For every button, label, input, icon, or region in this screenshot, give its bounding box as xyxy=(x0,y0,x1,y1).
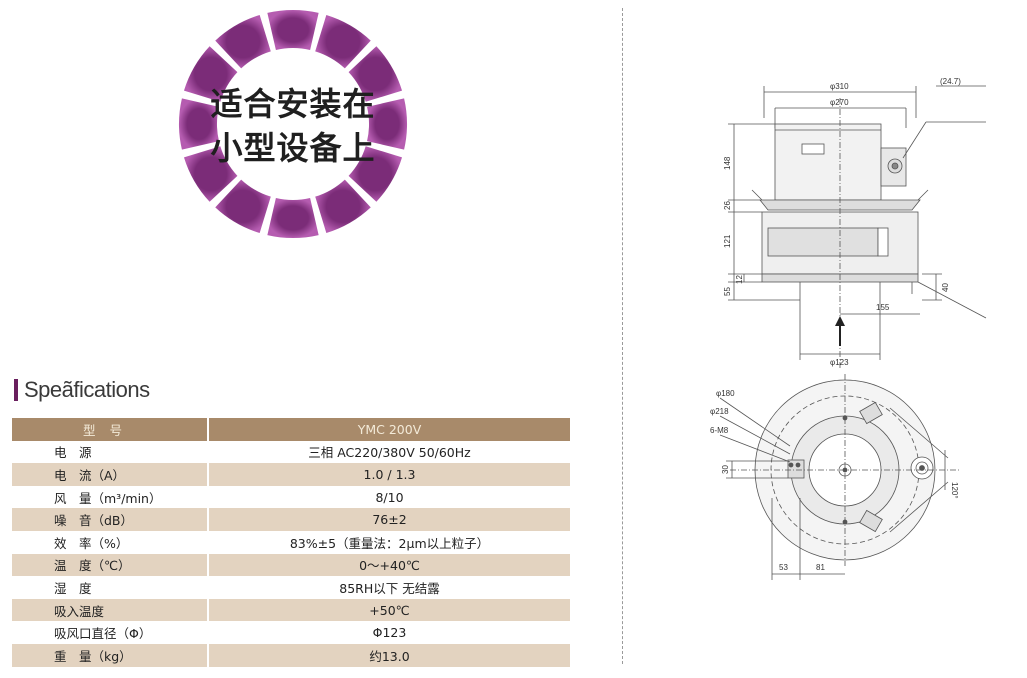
dim-w81: 81 xyxy=(816,563,825,572)
spec-value: 1.0 / 1.3 xyxy=(207,463,570,486)
dim-h40: 40 xyxy=(941,283,950,292)
spec-value: 85RH以下 无结露 xyxy=(207,576,570,599)
badge-ring xyxy=(179,10,407,238)
ring-segment xyxy=(215,179,271,234)
dim-d180: φ180 xyxy=(716,389,735,398)
spec-value: 83%±5（重量法：2μm以上粒子） xyxy=(207,530,570,554)
spec-value: 0～+40℃ xyxy=(207,553,570,577)
dim-h148: 148 xyxy=(723,156,732,170)
ring-segment xyxy=(215,14,271,69)
badge-line-2: 小型设备上 xyxy=(210,129,376,167)
ring-segment xyxy=(348,46,403,102)
side-view xyxy=(728,85,987,368)
spec-label: 效 率（%） xyxy=(12,530,208,554)
ring-segment xyxy=(315,179,371,234)
dim-d218: φ218 xyxy=(710,407,729,416)
spec-value: 三相 AC220/380V 50/60Hz xyxy=(207,440,570,464)
spec-row: 吸风口直径（Φ） Φ123 xyxy=(12,621,570,644)
spec-label: 吸风口直径（Φ） xyxy=(12,621,208,644)
badge-text: 适合安装在 小型设备上 xyxy=(196,82,390,170)
ring-segment xyxy=(367,98,407,150)
spec-header-value: YMC 200V xyxy=(207,418,570,441)
ring-segment xyxy=(267,198,319,238)
spec-row: 噪 音（dB） 76±2 xyxy=(12,508,570,531)
spec-row: 电 源 三相 AC220/380V 50/60Hz xyxy=(12,440,570,464)
spec-label: 重 量（kg） xyxy=(12,643,208,667)
top-view xyxy=(719,374,960,580)
dim-a120: 120° xyxy=(950,482,959,499)
ring-segment xyxy=(315,14,371,69)
heading-bar xyxy=(14,379,18,401)
spec-value: Φ123 xyxy=(207,621,570,644)
dim-w53: 53 xyxy=(779,563,788,572)
spec-row: 重 量（kg） 约13.0 xyxy=(12,643,570,667)
dim-h30: 30 xyxy=(721,465,730,474)
spec-value: +50℃ xyxy=(207,598,570,622)
spec-label: 电 流（A） xyxy=(12,463,208,486)
dim-w155: 155 xyxy=(876,303,890,312)
spec-label: 湿 度 xyxy=(12,576,208,599)
spec-value: 76±2 xyxy=(207,508,570,531)
ring-segment xyxy=(183,146,238,202)
spec-row: 电 流（A） 1.0 / 1.3 xyxy=(12,463,570,486)
dim-d310: φ310 xyxy=(830,82,849,91)
spec-label: 噪 音（dB） xyxy=(12,508,208,531)
spec-heading: Speãfications xyxy=(14,377,150,403)
spec-title: Speãfications xyxy=(24,377,150,402)
dim-d270: φ270 xyxy=(830,98,849,107)
spec-value: 约13.0 xyxy=(207,643,570,667)
dim-m8: 6-M8 xyxy=(710,426,729,435)
ring-segment xyxy=(348,146,403,202)
spec-header-row: 型号 YMC 200V xyxy=(12,418,570,441)
spec-label: 吸入温度 xyxy=(12,598,208,622)
spec-label: 风 量（m³/min） xyxy=(12,485,208,509)
ring-segment xyxy=(267,10,319,50)
spec-row: 效 率（%） 83%±5（重量法：2μm以上粒子） xyxy=(12,530,570,554)
spec-header-label: 型号 xyxy=(12,418,208,441)
dim-h121: 121 xyxy=(723,234,732,248)
ring-segments xyxy=(179,10,407,238)
dim-h12: 12 xyxy=(735,275,744,284)
spec-label: 温 度（℃） xyxy=(12,553,208,577)
dim-d123: φ123 xyxy=(830,358,849,367)
spec-row: 吸入温度 +50℃ xyxy=(12,598,570,622)
technical-drawing: φ310 φ270 (24.7) 148 26 121 12 55 40 155… xyxy=(710,78,987,580)
spec-value: 8/10 xyxy=(207,485,570,509)
ring-segment xyxy=(183,46,238,102)
spec-table: 型号 YMC 200V 电 源 三相 AC220/380V 50/60Hz 电 … xyxy=(12,418,570,667)
dim-h55: 55 xyxy=(723,287,732,296)
spec-row: 湿 度 85RH以下 无结露 xyxy=(12,576,570,599)
spec-row: 温 度（℃） 0～+40℃ xyxy=(12,553,570,577)
dim-h26: 26 xyxy=(723,201,732,210)
ring-segment xyxy=(179,98,219,150)
dim-d247: (24.7) xyxy=(940,78,961,86)
badge-line-1: 适合安装在 xyxy=(210,85,376,123)
spec-row: 风 量（m³/min） 8/10 xyxy=(12,485,570,509)
spec-label: 电 源 xyxy=(12,440,208,464)
page-divider xyxy=(622,8,623,664)
